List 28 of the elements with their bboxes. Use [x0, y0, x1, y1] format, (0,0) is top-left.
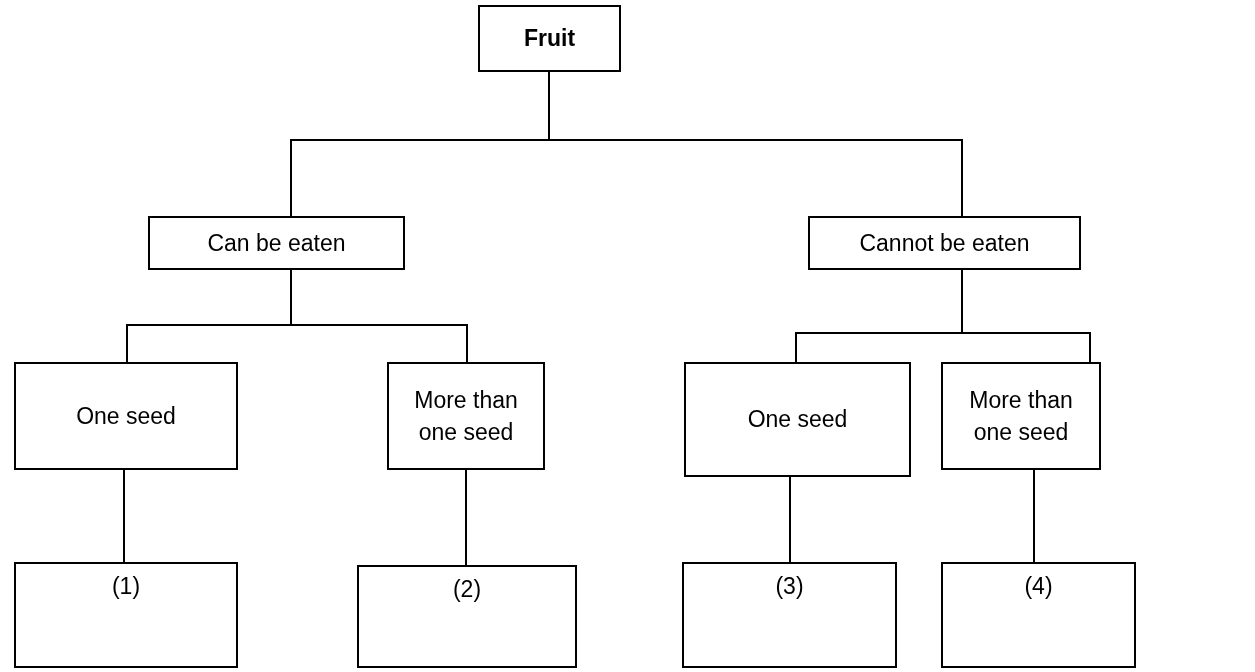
- category-label: (3): [775, 572, 804, 601]
- connector-line: [789, 476, 791, 563]
- category-box: [682, 562, 897, 668]
- connector-line: [1033, 469, 1035, 563]
- category-box: [387, 362, 545, 470]
- category-label: One seed: [76, 401, 176, 431]
- category-label: One seed: [747, 405, 848, 435]
- category-box: [684, 362, 911, 477]
- category-label: More than one seed: [968, 385, 1074, 447]
- category-box: [478, 5, 621, 72]
- category-box: [14, 562, 238, 668]
- category-box: [148, 216, 405, 270]
- category-box: [357, 565, 577, 668]
- connector-line: [290, 269, 468, 363]
- category-label: (4): [1024, 572, 1053, 601]
- category-box: [14, 362, 238, 470]
- connector-line: [961, 269, 1091, 363]
- category-label: Cannot be eaten: [859, 228, 1030, 258]
- connector-line: [123, 469, 125, 563]
- category-label: Can be eaten: [207, 228, 346, 258]
- category-box: [941, 562, 1136, 668]
- root-label: Fruit: [523, 24, 576, 54]
- category-box: [808, 216, 1081, 270]
- category-label: (2): [452, 575, 482, 604]
- category-label: (1): [111, 572, 141, 601]
- connector-line: [465, 469, 467, 566]
- category-box: [941, 362, 1101, 470]
- category-label: More than one seed: [413, 385, 519, 447]
